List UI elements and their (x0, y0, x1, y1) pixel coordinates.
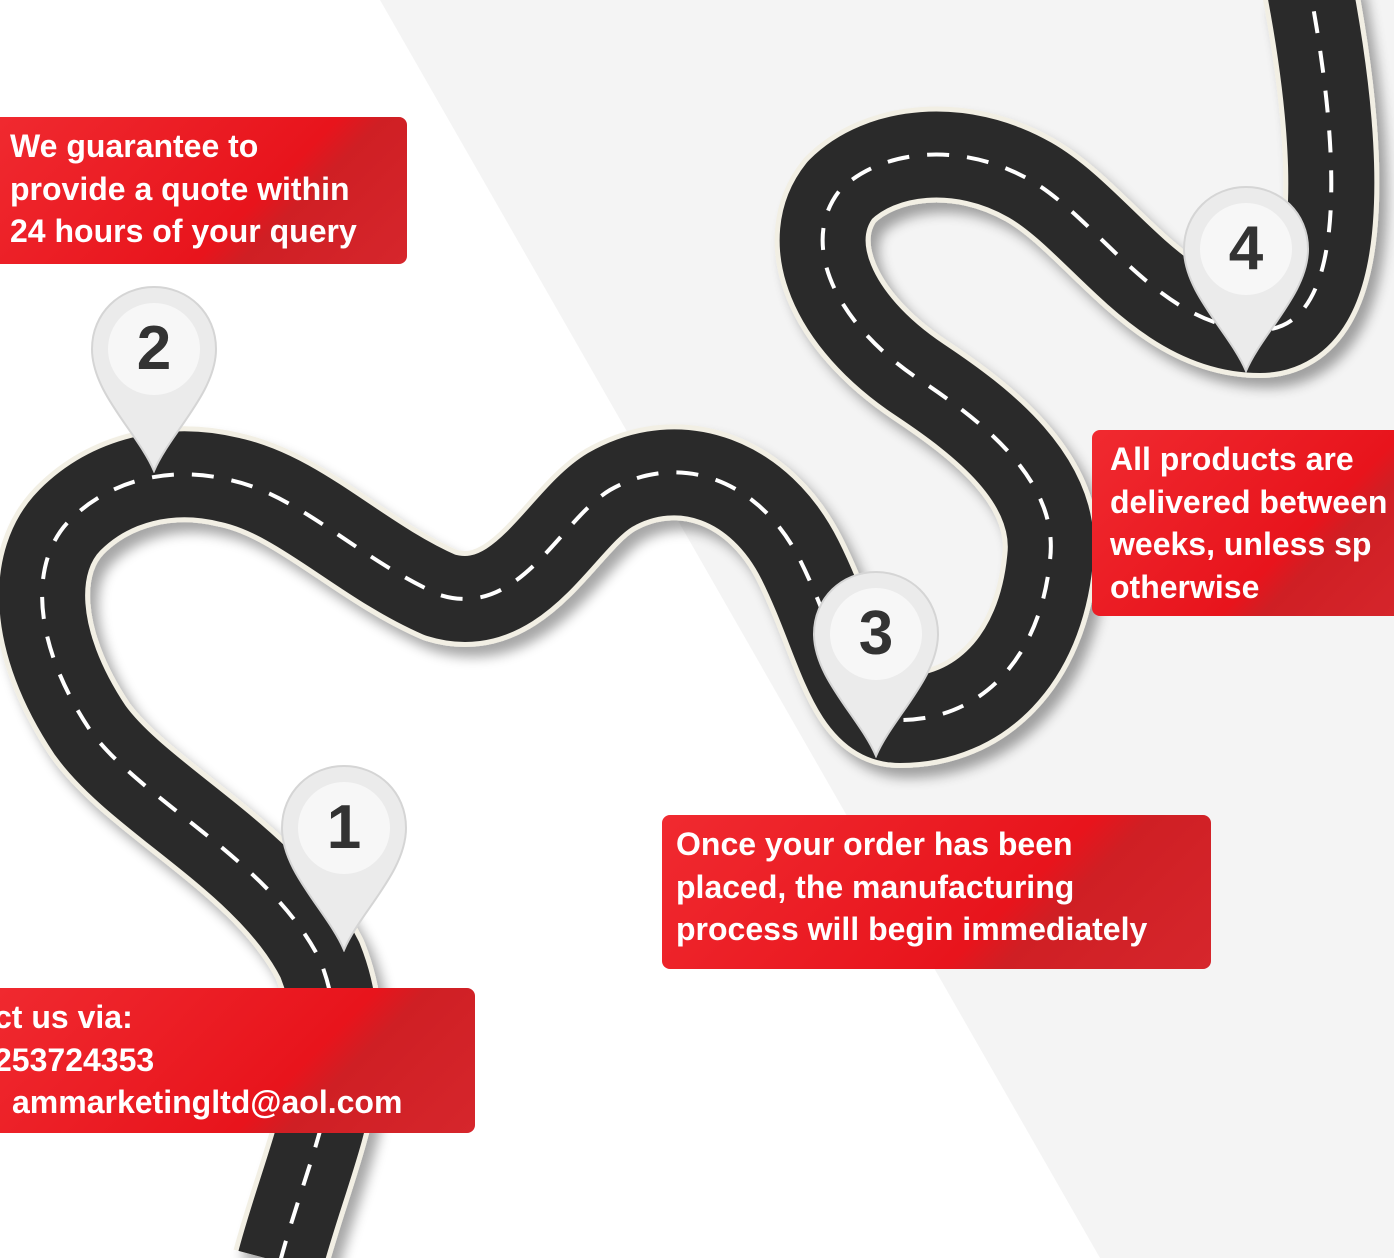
step-4-line-4: otherwise (1110, 568, 1260, 605)
step-1-line-1: ct us via: (0, 999, 133, 1035)
map-pin-icon (1182, 185, 1310, 374)
step-3-number: 3 (858, 599, 894, 668)
step-1-number: 1 (326, 793, 362, 862)
step-2-line-1: We guarantee to (10, 128, 259, 164)
step-3-line-1: Once your order has been (676, 826, 1073, 862)
step-3-line-3: process will begin immediately (676, 911, 1148, 947)
step-3-callout: Once your order has been placed, the man… (662, 815, 1211, 969)
map-pin-icon (812, 570, 940, 759)
step-4-line-3: weeks, unless sp (1110, 526, 1372, 562)
step-1-line-2: 253724353 (0, 1041, 155, 1078)
step-4-callout: All products are delivered between weeks… (1092, 430, 1394, 616)
step-1-pin: 1 (278, 762, 410, 953)
step-4-line-2: delivered between (1110, 483, 1388, 520)
step-4-number: 4 (1228, 214, 1264, 283)
step-4-pin: 4 (1180, 183, 1312, 374)
road-center-dashes (40, 0, 1334, 1258)
map-pin-icon (280, 764, 408, 953)
step-1-callout: ct us via: 253724353 ammarketingltd@aol.… (0, 988, 475, 1133)
step-2-pin: 2 (88, 283, 220, 474)
step-4-line-1: All products are (1110, 441, 1354, 477)
step-3-pin: 3 (810, 568, 942, 759)
map-pin-icon (90, 285, 218, 474)
step-3-line-2: placed, the manufacturing (676, 868, 1075, 905)
step-1-line-3: ammarketingltd@aol.com (12, 1084, 403, 1120)
step-2-number: 2 (136, 314, 172, 383)
step-2-line-2: provide a quote within (10, 170, 350, 207)
step-2-callout: We guarantee to provide a quote within 2… (0, 117, 407, 264)
step-2-line-3: 24 hours of your query (10, 213, 357, 249)
